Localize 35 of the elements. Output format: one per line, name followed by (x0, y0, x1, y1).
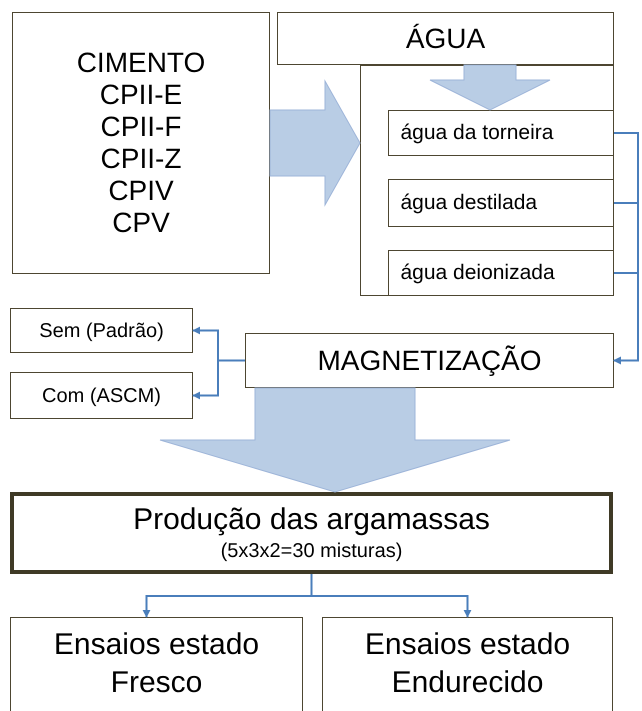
box-label: ÁGUA (406, 22, 486, 56)
box-label: MAGNETIZAÇÃO (317, 344, 542, 378)
process-box (322, 617, 613, 711)
process-box (277, 12, 614, 65)
process-box (10, 308, 193, 353)
box-label: CPII-Z (100, 143, 182, 175)
process-box (10, 617, 303, 711)
process-box (388, 250, 614, 296)
box-label: CPV (112, 207, 170, 239)
box-label: Ensaios estado Endurecido (364, 627, 572, 701)
group-box (360, 65, 614, 296)
box-label: Produção das argamassas (133, 502, 490, 538)
connector-arrow (613, 272, 639, 364)
box-label: Com (ASCM) (42, 384, 161, 408)
box-label: (5x3x2=30 misturas) (220, 539, 402, 564)
connector-arrow (192, 360, 245, 400)
block-arrow (430, 64, 550, 111)
box-label: água da torneira (400, 120, 554, 146)
box-label: Sem (Padrão) (39, 318, 164, 344)
box-label: CPIV (108, 175, 174, 207)
box-label: CIMENTO (76, 47, 206, 79)
process-box (245, 333, 614, 388)
box-label: água deionizada (400, 260, 555, 286)
process-box (388, 110, 614, 156)
process-box (12, 12, 270, 274)
box-label: CPII-E (100, 79, 182, 111)
connector-arrow (310, 574, 472, 618)
block-arrow (160, 388, 510, 493)
process-box (388, 178, 614, 226)
box-label: CPII-F (100, 111, 182, 143)
box-label: Ensaios estado Fresco (52, 627, 260, 701)
block-arrow (270, 79, 361, 207)
process-box (10, 372, 193, 419)
box-label: água destilada (400, 190, 538, 216)
process-box (10, 492, 613, 574)
